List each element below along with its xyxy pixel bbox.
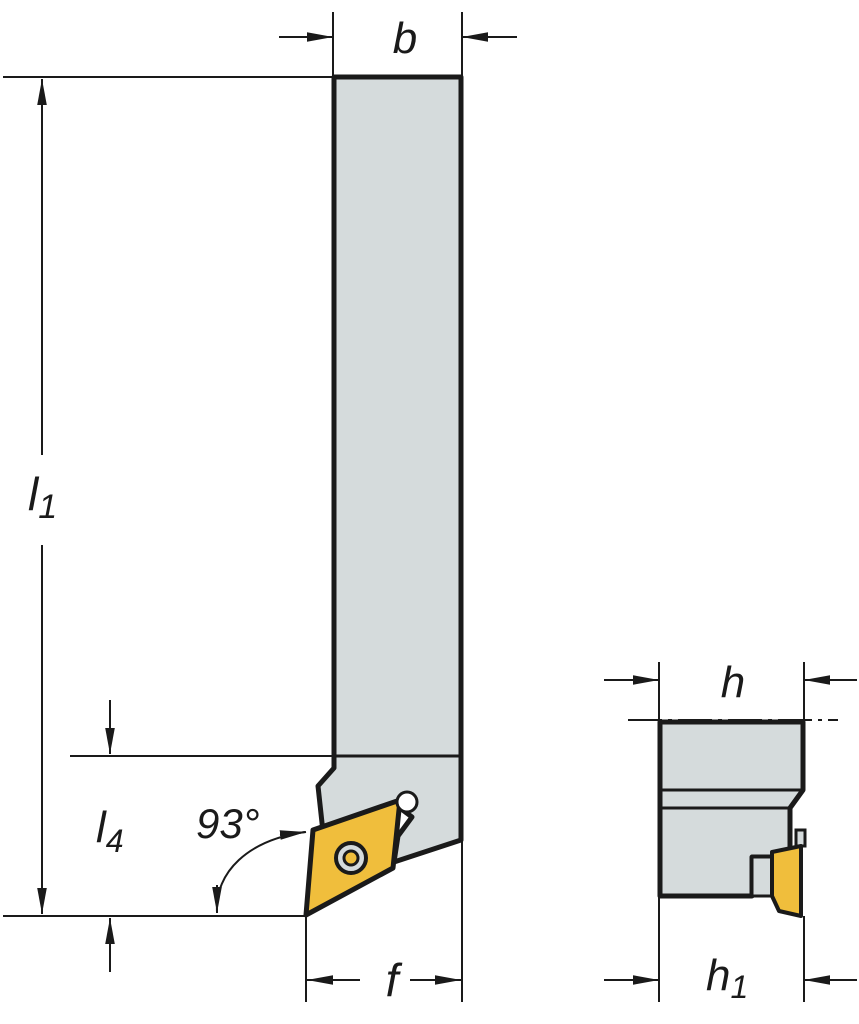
insert-hole-inner <box>342 849 360 867</box>
clamp-pin <box>395 790 419 814</box>
side-clamp-block <box>750 855 774 898</box>
label-h: h <box>721 658 745 707</box>
angle-arrow-right <box>279 830 307 840</box>
label-b: b <box>393 14 417 63</box>
label-f: f <box>386 954 403 1006</box>
label-l1: l1 <box>28 468 57 526</box>
shank-body <box>315 74 464 865</box>
label-l4: l4 <box>96 803 124 859</box>
side-insert <box>770 844 803 918</box>
side-step <box>794 828 807 848</box>
label-h1: h1 <box>706 951 748 1005</box>
side-view: h h1 <box>604 658 857 1005</box>
label-angle: 93° <box>196 800 260 847</box>
front-view: b l1 l4 93° f <box>3 12 517 1006</box>
